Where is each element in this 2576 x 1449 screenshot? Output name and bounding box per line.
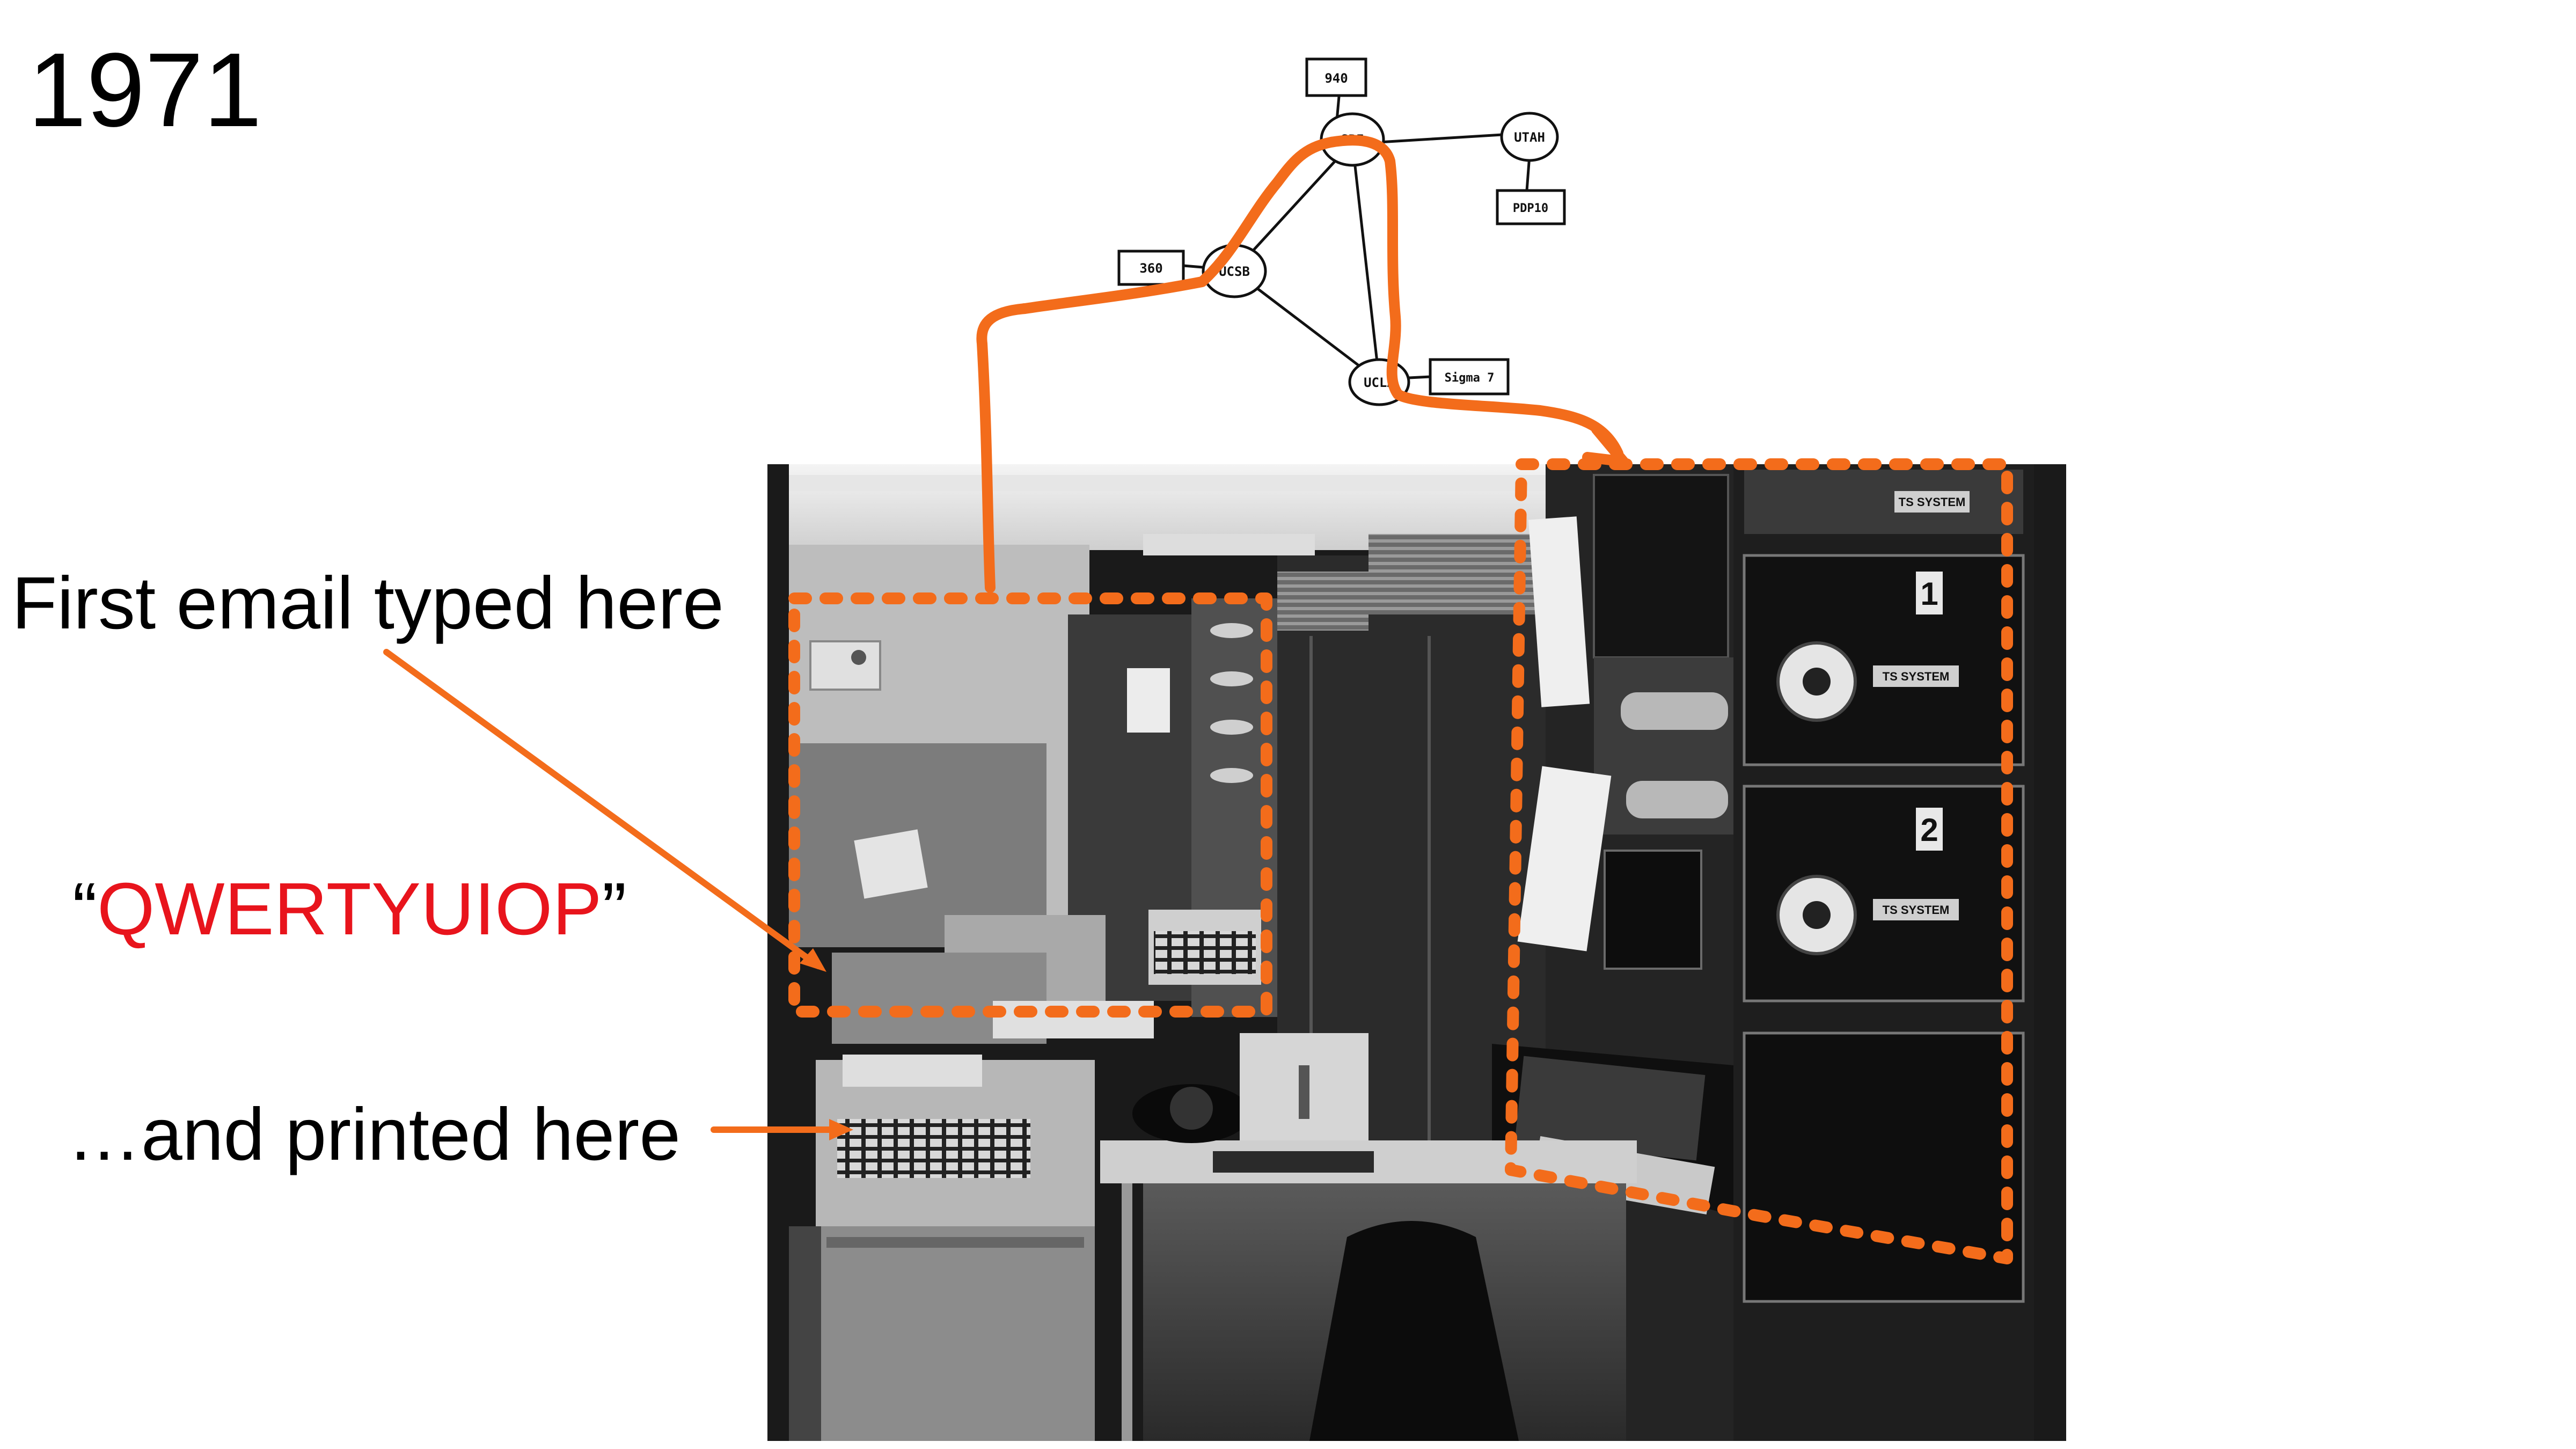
- computer-room-photo: TS SYSTEM TS SYSTEM TS SYSTEM 1 2: [767, 464, 2066, 1441]
- slide-year: 1971: [28, 31, 262, 149]
- drive-number-2: 2: [1920, 812, 1938, 848]
- quote-close: ”: [602, 868, 627, 950]
- host-label-sigma7: Sigma 7: [1445, 371, 1495, 385]
- host-label-pdp10: PDP10: [1513, 202, 1548, 215]
- caption-email: First email typed here: [12, 562, 724, 645]
- node-label-utah: UTAH: [1514, 130, 1545, 145]
- qwerty-text: QWERTYUIOP: [97, 868, 602, 950]
- panel-label-top: TS SYSTEM: [1899, 495, 1966, 509]
- caption-printed: …and printed here: [67, 1093, 681, 1176]
- caption-qwerty: “QWERTYUIOP”: [72, 872, 626, 946]
- route-arrowhead: [1582, 424, 1629, 467]
- node-label-ucsb: UCSB: [1219, 264, 1250, 279]
- host-label-940: 940: [1324, 71, 1348, 86]
- panel-label-1: TS SYSTEM: [1883, 670, 1950, 683]
- arpanet-sketch: SRI UCSB UCLA UTAH 940 360 Sigma 7 PDP10: [1117, 57, 1566, 406]
- panel-label-2: TS SYSTEM: [1883, 903, 1950, 917]
- link-sri-utah: [1378, 133, 1512, 144]
- quote-open: “: [72, 868, 97, 950]
- node-label-ucla: UCLA: [1364, 375, 1395, 390]
- host-label-360: 360: [1139, 261, 1162, 276]
- drive-number-1: 1: [1920, 576, 1938, 612]
- node-label-sri: SRI: [1341, 132, 1364, 147]
- link-sri-ucla: [1351, 141, 1381, 383]
- host-box-940: [1305, 57, 1367, 97]
